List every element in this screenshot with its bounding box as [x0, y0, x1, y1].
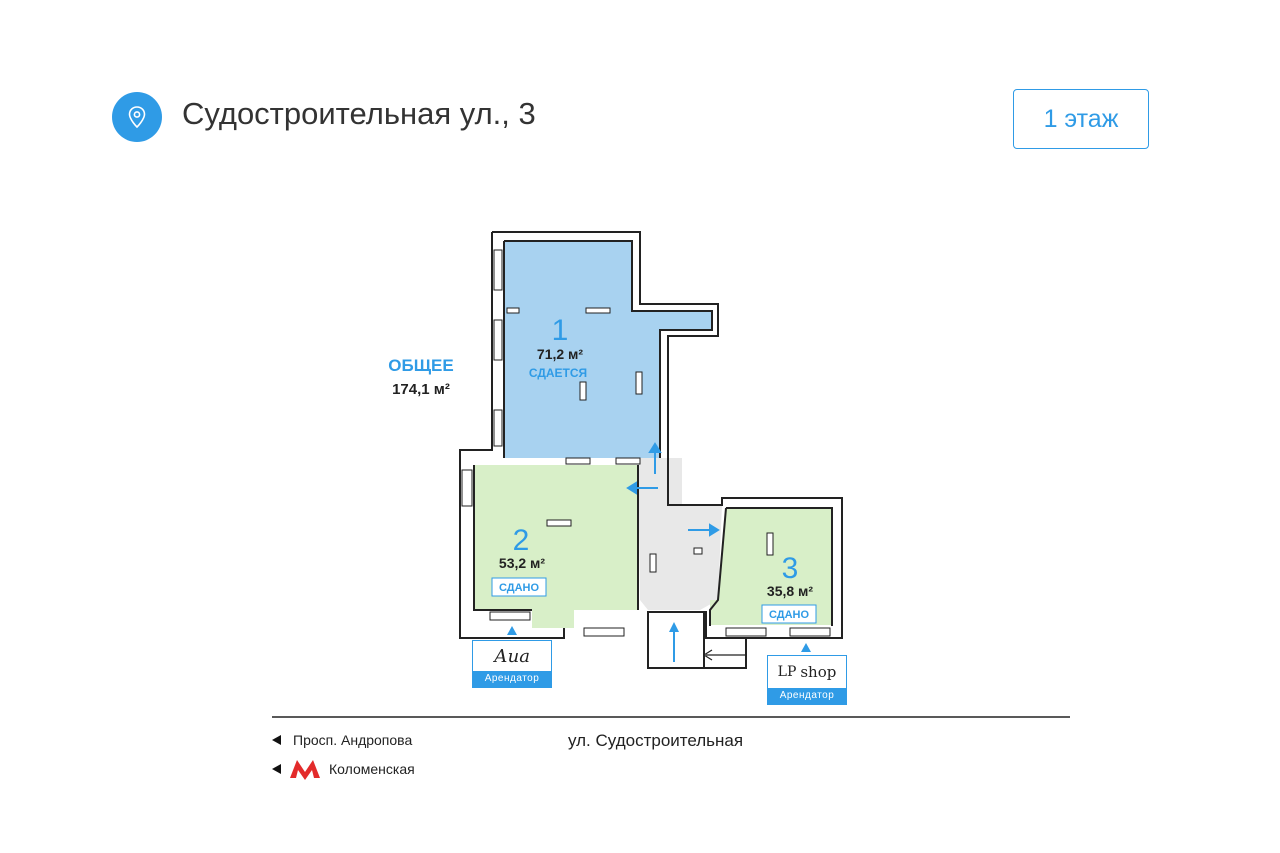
- corridor-area: [638, 458, 722, 610]
- room-2-area: 53,2 м²: [499, 555, 545, 571]
- room-1-area: 71,2 м²: [537, 346, 583, 362]
- walls: [459, 231, 843, 669]
- map-pin-icon: [128, 106, 146, 129]
- tenant-logo-2: LP shop: [778, 656, 837, 688]
- tenant-badge-2[interactable]: LP shop Арендатор: [767, 655, 847, 705]
- room-1-shape[interactable]: [504, 241, 712, 458]
- entrance-arrow-icon: [669, 622, 679, 632]
- tenant-badge-1[interactable]: Аиа Арендатор: [472, 640, 552, 688]
- street-left-1: Просп. Андропова: [272, 732, 412, 748]
- tenant-3-entrance-icon: [801, 643, 811, 652]
- room-2-shape[interactable]: [474, 465, 638, 628]
- room-2-status: СДАНО: [499, 582, 540, 594]
- room-3-number: 3: [782, 552, 799, 585]
- room-3-status: СДАНО: [769, 609, 810, 621]
- address-title: Судостроительная ул., 3: [182, 96, 536, 131]
- tenant-logo-text: shop: [800, 663, 837, 681]
- arrow-left-icon: [272, 764, 281, 774]
- entrance[interactable]: [647, 611, 746, 669]
- room-2-number: 2: [513, 524, 530, 557]
- total-label: ОБЩЕЕ: [388, 356, 453, 375]
- metro-icon: [290, 760, 320, 780]
- floor-selector-button[interactable]: 1 этаж: [1013, 89, 1149, 149]
- street-left-2: Коломенская: [272, 761, 415, 777]
- street-main-label: ул. Судостроительная: [568, 731, 744, 750]
- arrow-left-icon: [272, 735, 281, 745]
- street-left-2-label: Коломенская: [329, 761, 415, 777]
- room-3-status-box: [761, 604, 817, 624]
- windows: [461, 249, 831, 637]
- map-pin-badge: [112, 92, 162, 142]
- tenant-logo-mark: LP: [777, 664, 797, 680]
- room-1-status: СДАЕТСЯ: [529, 366, 587, 380]
- street-left-1-label: Просп. Андропова: [293, 732, 413, 748]
- tenant-logo-1: Аиа: [494, 645, 530, 667]
- tenant-caption-1: Арендатор: [473, 671, 551, 687]
- tenant-caption-2: Арендатор: [768, 688, 846, 704]
- room-1-number: 1: [552, 314, 569, 347]
- tenant-2-entrance-icon: [507, 626, 517, 635]
- flow-arrows: [626, 442, 720, 537]
- columns: [506, 307, 774, 573]
- room-3-area: 35,8 м²: [767, 583, 813, 599]
- room-2-status-box: [491, 577, 547, 597]
- room-3-shape[interactable]: [710, 508, 832, 625]
- total-area: 174,1 м²: [392, 381, 450, 398]
